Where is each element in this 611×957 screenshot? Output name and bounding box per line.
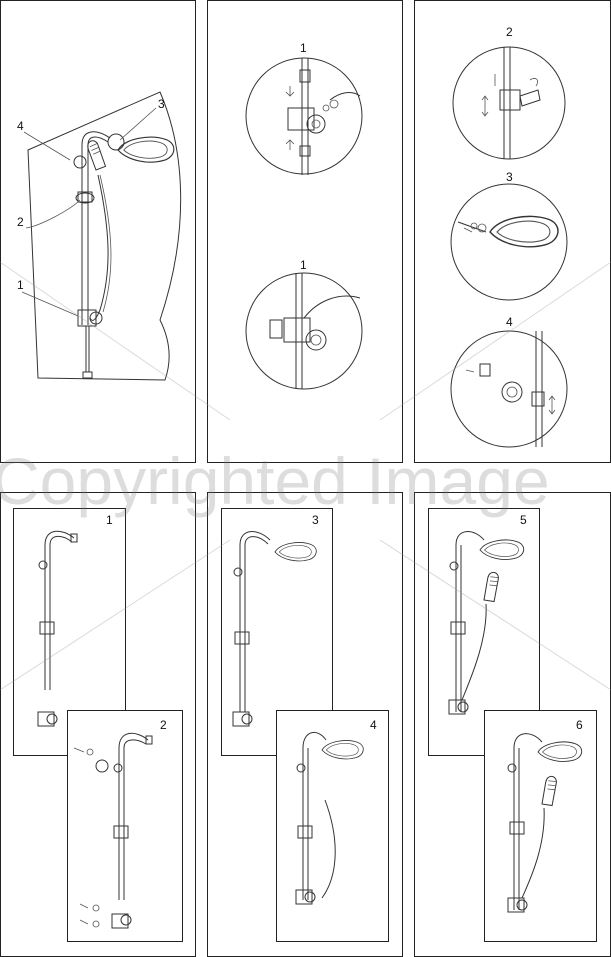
detail-right-label-2: 2 [506,25,513,39]
step-4-illustration: 4 [276,710,389,942]
overview-label-1: 1 [17,278,24,292]
detail-right-label-3: 3 [506,170,513,184]
overview-label-3: 3 [158,97,165,111]
step-label-5: 5 [520,513,527,527]
overview-label-4: 4 [17,119,24,133]
detail-right-illustration: 2 3 4 [450,25,568,448]
detail-right-label-4: 4 [506,315,513,329]
step-label-4: 4 [370,718,377,732]
step-6-illustration: 6 [484,710,597,942]
step-2-illustration: 2 [67,710,183,942]
overview-illustration: 4 3 2 1 [17,91,182,381]
overview-label-2: 2 [17,215,24,229]
watermark-text: Copyrighted Image [0,444,550,518]
detail-middle-illustration: 1 1 [245,41,363,390]
step-label-6: 6 [576,718,583,732]
watermark: Copyrighted Image [0,261,611,691]
step-label-1: 1 [106,513,113,527]
overview-panel-frame [0,0,196,463]
step-label-3: 3 [312,513,319,527]
detail-middle-label-1a: 1 [300,41,307,55]
detail-middle-label-1b: 1 [300,258,307,272]
step-label-2: 2 [160,718,167,732]
